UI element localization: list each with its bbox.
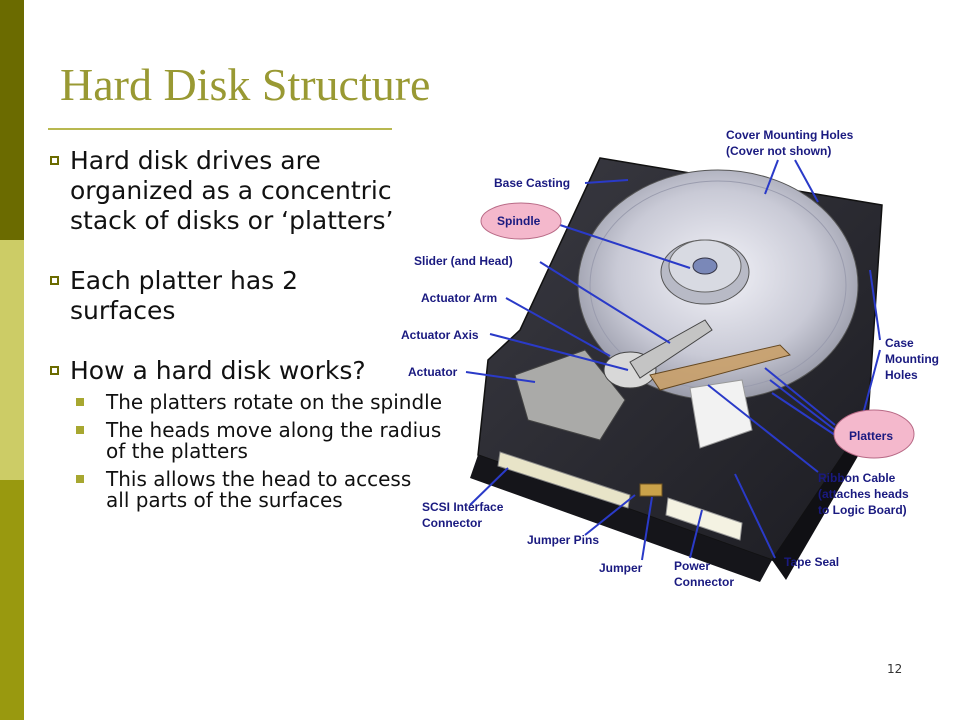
label-cover-holes: Cover Mounting Holes [726,128,854,142]
label-case-holes: Case [885,336,914,350]
label-case-holes-3: Holes [885,368,918,382]
label-scsi: SCSI Interface [422,500,504,514]
square-bullet-icon [50,366,59,375]
sidebar-band-middle [0,240,24,480]
sidebar-band-top [0,0,24,240]
actuator-assembly [514,319,791,441]
sub-bullet-text: The heads move along the radius of the p… [106,418,442,463]
square-bullet-icon [50,156,59,165]
callout-lines [465,159,881,561]
sub-bullet-icon [76,398,84,406]
label-power: Power [674,559,710,573]
label-ribbon-cable-3: to Logic Board) [818,503,907,517]
sub-bullet-item: The heads move along the radius of the p… [46,420,456,462]
title-underline [48,128,392,130]
label-spindle: Spindle [497,214,541,228]
bullet-text: Hard disk drives are organized as a conc… [70,146,394,235]
jumper-block [639,483,663,497]
label-actuator-arm: Actuator Arm [421,291,497,305]
slide-sidebar [0,0,24,720]
sub-bullet-list: The platters rotate on the spindle The h… [46,392,466,511]
sub-bullet-item: The platters rotate on the spindle [46,392,466,413]
label-jumper-pins: Jumper Pins [527,533,599,547]
scsi-connector [497,451,631,509]
sub-bullet-item: This allows the head to access all parts… [46,469,436,511]
label-actuator-axis: Actuator Axis [401,328,479,342]
power-connector [665,497,743,541]
platters-bubble [833,409,915,459]
sub-bullet-text: The platters rotate on the spindle [106,390,443,414]
sub-bullet-text: This allows the head to access all parts… [106,467,412,512]
hard-disk-diagram: Cover Mounting Holes (Cover not shown) B… [401,128,939,589]
label-jumper: Jumper [599,561,643,575]
square-bullet-icon [50,276,59,285]
label-power-2: Connector [674,575,734,589]
label-ribbon-cable-2: (attaches heads [818,487,909,501]
label-case-holes-2: Mounting [885,352,939,366]
sidebar-band-bottom [0,480,24,720]
bullet-item: Hard disk drives are organized as a conc… [46,146,420,236]
label-scsi-2: Connector [422,516,482,530]
label-actuator: Actuator [408,365,458,379]
label-cover-holes-note: (Cover not shown) [726,144,831,158]
sub-bullet-icon [76,426,84,434]
bullet-item: Each platter has 2 surfaces [46,266,390,326]
label-slider: Slider (and Head) [414,254,513,268]
slide-title: Hard Disk Structure [60,59,431,110]
page-number: 12 [887,662,903,676]
spindle-hub [660,239,750,305]
bullet-list: Hard disk drives are organized as a conc… [46,146,466,511]
bullet-text: How a hard disk works? [70,356,366,385]
label-platters: Platters [849,429,893,443]
sub-bullet-icon [76,475,84,483]
label-tape-seal: Tape Seal [784,555,839,569]
spindle-bubble [480,202,562,240]
label-ribbon-cable: Ribbon Cable [818,471,896,485]
bullet-text: Each platter has 2 surfaces [70,266,299,325]
ribbon-holder [689,379,753,449]
bullet-item: How a hard disk works? [46,356,466,386]
label-base-casting: Base Casting [494,176,570,190]
